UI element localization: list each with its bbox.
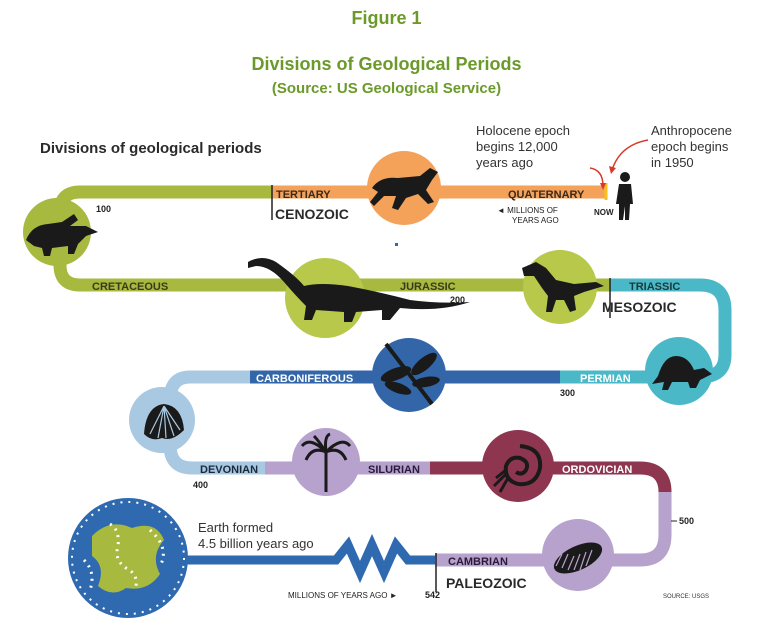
tick-500: 500 <box>679 516 694 526</box>
anthropocene-line-2: epoch begins <box>651 139 729 154</box>
source-note: SOURCE: USGS <box>663 594 709 600</box>
label-triassic: TRIASSIC <box>629 281 680 293</box>
figure-title: Divisions of Geological Periods <box>251 54 522 74</box>
label-silurian: SILURIAN <box>368 464 420 476</box>
dragonfly-icon <box>372 338 446 412</box>
earth-formed-line-2: 4.5 billion years ago <box>198 536 314 551</box>
label-paleozoic: PALEOZOIC <box>446 575 527 591</box>
label-ordovician: ORDOVICIAN <box>562 464 632 476</box>
earth-formed-line-1: Earth formed <box>198 520 273 535</box>
holocene-line-3: years ago <box>476 155 533 170</box>
diagram-heading: Divisions of geological periods <box>40 140 262 157</box>
label-devonian: DEVONIAN <box>200 464 258 476</box>
label-cenozoic: CENOZOIC <box>275 206 349 222</box>
tick-100: 100 <box>96 204 111 214</box>
human-icon <box>616 172 633 220</box>
band-ordovician <box>430 461 672 493</box>
tick-300: 300 <box>560 388 575 398</box>
label-tertiary: TERTIARY <box>276 189 331 201</box>
band-precambrian <box>180 533 435 584</box>
raptor-icon <box>522 250 604 324</box>
trilobite-icon <box>542 519 614 591</box>
figure-number: Figure 1 <box>351 8 422 28</box>
band-jurassic-triassic <box>330 278 732 340</box>
anthropocene-line-1: Anthropocene <box>651 123 732 138</box>
label-permian: PERMIAN <box>580 373 631 385</box>
tick-400: 400 <box>193 480 208 490</box>
nautilus-icon <box>482 430 554 502</box>
figure-source: (Source: US Geological Service) <box>271 80 502 97</box>
anthropocene-arrowhead <box>609 166 616 174</box>
label-millions-bottom: MILLIONS OF YEARS AGO ► <box>288 591 398 600</box>
label-carboniferous: CARBONIFEROUS <box>256 373 353 385</box>
label-mesozoic: MESOZOIC <box>602 299 677 315</box>
label-millions-of: ◄ MILLIONS OF <box>497 206 558 215</box>
shell-icon <box>129 387 195 453</box>
band-cretaceous-upper <box>53 185 272 213</box>
label-jurassic: JURASSIC <box>400 281 456 293</box>
dimetrodon-icon <box>645 337 713 405</box>
anthropocene-line-3: in 1950 <box>651 155 694 170</box>
tick-542: 542 <box>425 590 440 600</box>
holocene-line-1: Holocene epoch <box>476 123 570 138</box>
label-now: NOW <box>594 208 614 217</box>
label-years-ago: YEARS AGO <box>512 216 559 225</box>
running-mammal-icon <box>367 151 441 225</box>
triceratops-icon <box>23 198 98 266</box>
label-quaternary: QUATERNARY <box>508 189 585 201</box>
label-cambrian: CAMBRIAN <box>448 556 508 568</box>
holocene-arrowhead <box>600 183 606 190</box>
dot-mark <box>395 243 398 246</box>
band-cambrian-curve <box>435 492 672 567</box>
earth-icon <box>68 498 188 618</box>
holocene-line-2: begins 12,000 <box>476 139 558 154</box>
sauropod-icon <box>248 258 470 338</box>
tick-200: 200 <box>450 295 465 305</box>
palm-icon <box>292 428 360 496</box>
label-cretaceous: CRETACEOUS <box>92 281 168 293</box>
anthropocene-arrow <box>611 139 649 171</box>
